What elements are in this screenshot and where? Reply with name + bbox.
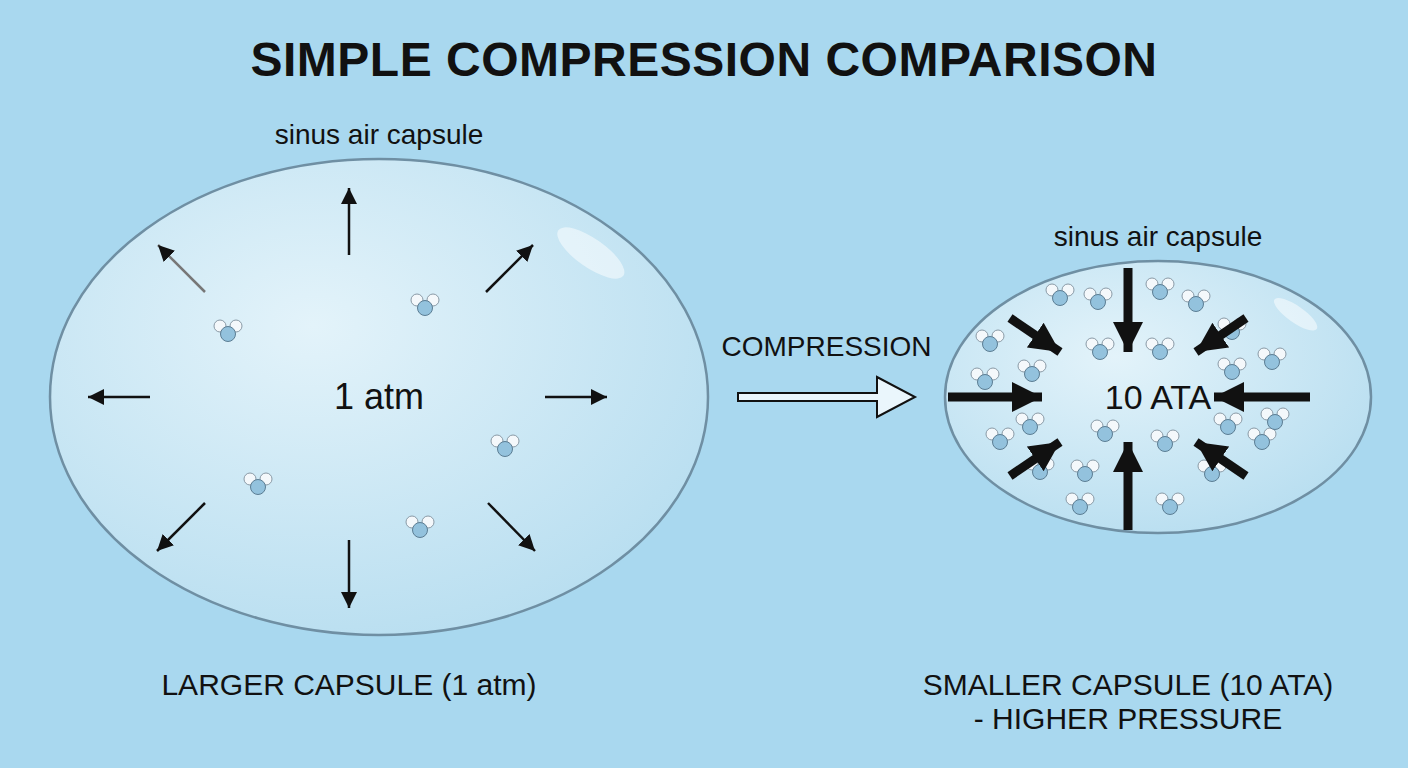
gas-molecule (411, 294, 439, 316)
gas-molecule (1018, 360, 1046, 382)
pressure-value: 1 atm (48, 376, 710, 418)
gas-molecule (976, 330, 1004, 352)
gas-molecule (1091, 420, 1119, 442)
expansion-arrow (158, 245, 205, 292)
gas-molecule (1156, 493, 1184, 515)
edge-label: COMPRESSION (721, 331, 931, 363)
capsule-caption: SMALLER CAPSULE (10 ATA) - HIGHER PRESSU… (915, 668, 1341, 736)
expansion-arrow (545, 396, 607, 399)
capsule-caption: LARGER CAPSULE (1 atm) (49, 668, 649, 702)
compression-arrow (1124, 442, 1133, 530)
gas-molecule (1151, 430, 1179, 452)
gas-molecule (1146, 338, 1174, 360)
expansion-arrow (348, 540, 351, 608)
gas-molecule (1071, 460, 1099, 482)
gas-molecule (214, 320, 242, 342)
gas-molecule (1084, 288, 1112, 310)
gas-molecule (244, 473, 272, 495)
gas-molecule (1086, 338, 1114, 360)
expansion-arrow (488, 503, 535, 551)
gas-molecule (1046, 284, 1074, 306)
gas-molecule (986, 428, 1014, 450)
compression-arrow (1010, 318, 1060, 352)
capsule-heading: sinus air capsule (8, 119, 750, 151)
pressure-value: 10 ATA (943, 378, 1373, 417)
compression-arrow (1124, 268, 1133, 352)
gas-molecule (406, 516, 434, 538)
expansion-arrow (157, 503, 205, 551)
compression-arrow (1214, 393, 1310, 402)
compression-arrow (1010, 442, 1060, 476)
gas-molecule (1261, 408, 1289, 430)
compression-arrow (1196, 318, 1246, 352)
compression-arrow (738, 377, 915, 417)
expansion-arrow (348, 188, 351, 255)
expansion-arrow (88, 396, 150, 399)
gas-molecule (1016, 413, 1044, 435)
gas-molecule (1218, 358, 1246, 380)
gas-molecule (491, 435, 519, 457)
compression-arrow (1196, 442, 1246, 476)
gas-molecule (971, 368, 999, 390)
gas-molecule (1214, 413, 1242, 435)
gas-molecule (1248, 428, 1276, 450)
gas-molecule (1146, 278, 1174, 300)
gas-molecule (1182, 290, 1210, 312)
expansion-arrow (486, 245, 533, 292)
air-capsule: sinus air capsule1 atm (48, 157, 710, 637)
capsule-heading: sinus air capsule (903, 221, 1408, 253)
diagram-title: SIMPLE COMPRESSION COMPARISON (0, 32, 1408, 87)
compression-arrow (948, 393, 1042, 402)
gas-molecule (1066, 493, 1094, 515)
air-capsule: sinus air capsule10 ATA (943, 259, 1373, 535)
gas-molecule (1258, 348, 1286, 370)
